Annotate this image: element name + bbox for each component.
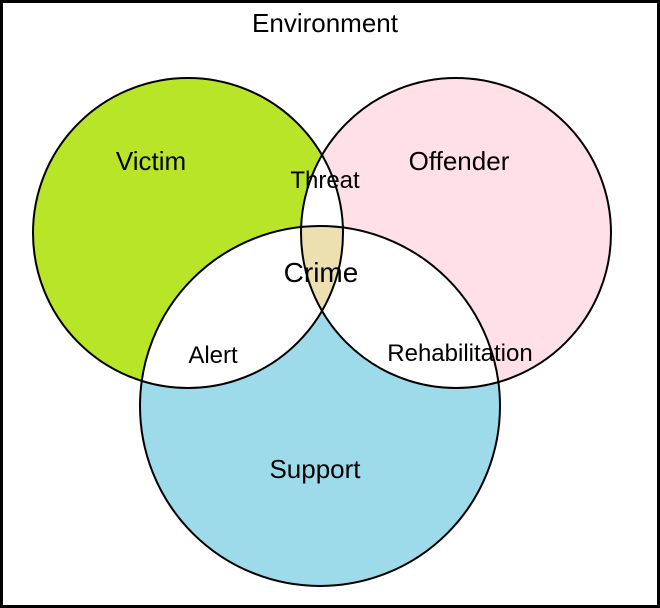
rehabilitation-region xyxy=(301,226,500,388)
threat-label: Threat xyxy=(290,167,360,194)
alert-region xyxy=(140,226,343,388)
crime-label: Crime xyxy=(283,257,359,288)
offender-label: Offender xyxy=(408,146,510,176)
victim-label: Victim xyxy=(115,146,187,176)
alert-label: Alert xyxy=(188,342,238,369)
venn-diagram xyxy=(32,77,612,587)
support-label: Support xyxy=(269,454,361,484)
victim-circle-outline xyxy=(32,77,344,389)
diagram-title: Environment xyxy=(252,8,398,38)
offender-circle-outline xyxy=(300,77,612,389)
rehabilitation-label: Rehabilitation xyxy=(387,340,533,367)
support-circle-outline xyxy=(139,225,501,587)
